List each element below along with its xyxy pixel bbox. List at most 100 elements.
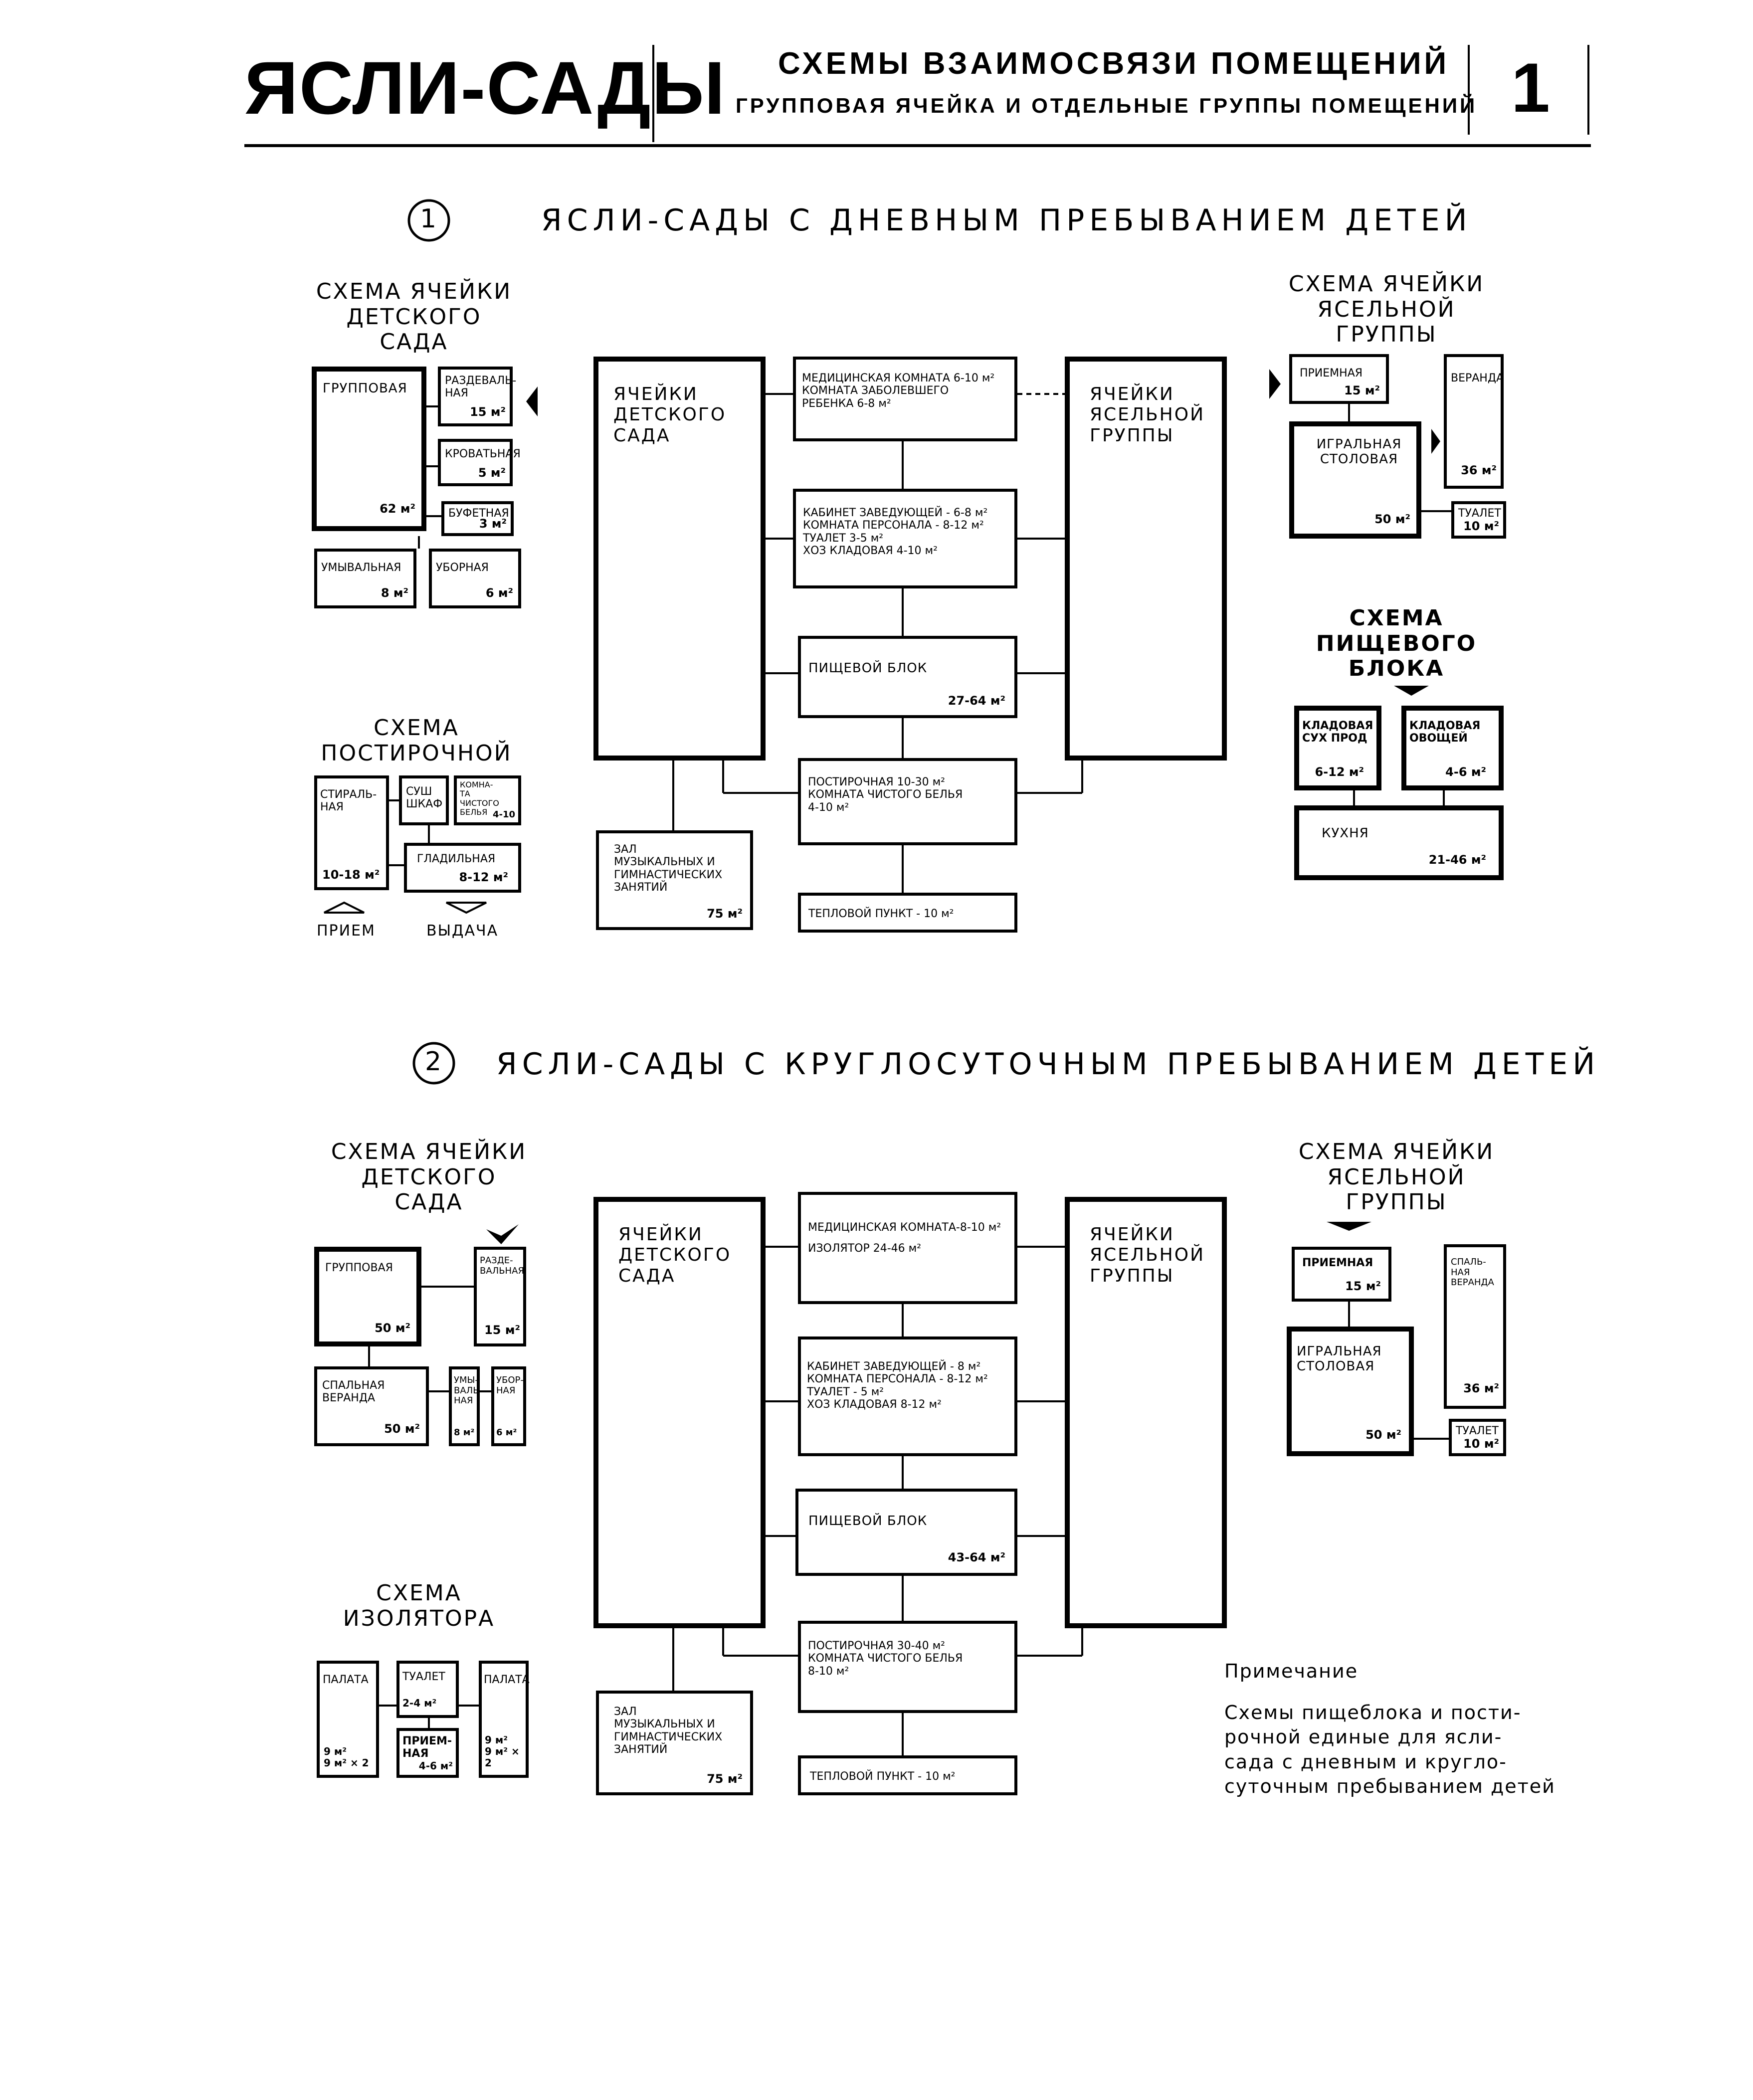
room-label: УМЫВАЛЬНАЯ [321, 562, 401, 574]
room-play-dining: ИГРАЛЬНАЯ СТОЛОВАЯ 50 м² [1287, 1327, 1414, 1456]
room-veg-storage: КЛАДОВАЯ ОВОЩЕЙ 4-6 м² [1401, 706, 1504, 790]
room-label: КУХНЯ [1322, 826, 1369, 841]
room-reception: ПРИЕМНАЯ 15 м² [1292, 1247, 1391, 1302]
room-area: 5 м² [478, 466, 506, 480]
room-sleep-veranda: СПАЛЬ- НАЯ ВЕРАНДА 36 м² [1444, 1244, 1506, 1409]
room-toilet: ТУАЛЕТ 10 м² [1449, 1419, 1506, 1456]
room-label: ТУАЛЕТ [402, 1671, 445, 1683]
hall-block: ЗАЛ МУЗЫКАЛЬНЫХ И ГИМНАСТИЧЕСКИХ ЗАНЯТИЙ… [596, 830, 753, 930]
room-area: 9 м² 9 м² × 2 [324, 1745, 369, 1769]
block-label: КАБИНЕТ ЗАВЕДУЮЩЕЙ - 6-8 м² КОМНАТА ПЕРС… [803, 507, 988, 557]
room-label: СТИРАЛЬ- НАЯ [320, 788, 377, 814]
page-subtitle: СХЕМЫ ВЗАИМОСВЯЗИ ПОМЕЩЕНИЙ [778, 46, 1450, 81]
room-label: ПРИЕМНАЯ [1302, 1257, 1373, 1269]
room-area: 6 м² [485, 586, 513, 600]
block-label: МЕДИЦИНСКАЯ КОМНАТА 6-10 м² КОМНАТА ЗАБО… [802, 372, 995, 410]
room-label: КРОВАТЬНАЯ [445, 448, 521, 460]
room-label: РАЗДЕВАЛЬ- НАЯ [445, 375, 517, 400]
block-label: ПИЩЕВОЙ БЛОК [808, 1514, 928, 1528]
medical-block: МЕДИЦИНСКАЯ КОМНАТА-8-10 м² ИЗОЛЯТОР 24-… [798, 1192, 1017, 1304]
block-label: МЕДИЦИНСКАЯ КОМНАТА-8-10 м² ИЗОЛЯТОР 24-… [808, 1221, 1001, 1255]
room-area: 2-4 м² [402, 1697, 437, 1709]
room-locker: РАЗДЕ- ВАЛЬНАЯ 15 м² [474, 1247, 526, 1346]
room-label: СПАЛЬ- НАЯ ВЕРАНДА [1451, 1257, 1494, 1288]
room-label: УМЫ- ВАЛЬ- НАЯ [454, 1375, 483, 1406]
nursery-cells-block: ЯЧЕЙКИ ЯСЕЛЬНОЙ ГРУППЫ [1065, 357, 1227, 761]
room-area: 6-12 м² [1315, 765, 1364, 779]
entrance-arrow-icon [1327, 1222, 1371, 1231]
room-label: ВЕРАНДА [1451, 372, 1504, 384]
room-label: КОМНА- ТА ЧИСТОГО БЕЛЬЯ [460, 780, 499, 817]
scheme-title: СХЕМА ПОСТИРОЧНОЙ [321, 715, 512, 766]
entrance-arrow-icon [526, 386, 538, 416]
laundry-block: ПОСТИРОЧНАЯ 10-30 м² КОМНАТА ЧИСТОГО БЕЛ… [798, 758, 1017, 845]
heating-block: ТЕПЛОВОЙ ПУНКТ - 10 м² [798, 893, 1017, 933]
block-label: ТЕПЛОВОЙ ПУНКТ - 10 м² [810, 1770, 956, 1783]
room-kitchen: КУХНЯ 21-46 м² [1294, 805, 1504, 880]
block-area: 27-64 м² [948, 694, 1005, 708]
page-subtitle-secondary: ГРУППОВАЯ ЯЧЕЙКА И ОТДЕЛЬНЫЕ ГРУППЫ ПОМЕ… [736, 94, 1478, 117]
block-label: ЯЧЕЙКИ ДЕТСКОГО САДА [618, 1224, 732, 1286]
block-label: ПОСТИРОЧНАЯ 10-30 м² КОМНАТА ЧИСТОГО БЕЛ… [808, 776, 963, 814]
room-area: 8-12 м² [459, 870, 508, 885]
room-dryer: СУШ ШКАФ [399, 775, 449, 825]
room-dry-storage: КЛАДОВАЯ СУХ ПРОД 6-12 м² [1294, 706, 1381, 790]
intake-label: ПРИЕМ [317, 922, 376, 940]
intake-arrow-icon [324, 901, 365, 914]
section-title: ЯСЛИ-САДЫ С ДНЕВНЫМ ПРЕБЫВАНИЕМ ДЕТЕЙ [541, 203, 1472, 238]
dispatch-arrow-icon [446, 902, 487, 914]
room-area: 50 м² [1365, 1428, 1401, 1442]
admin-block: КАБИНЕТ ЗАВЕДУЮЩЕЙ - 6-8 м² КОМНАТА ПЕРС… [793, 489, 1017, 588]
section-number-circle [407, 199, 450, 242]
room-area: 8 м² [454, 1427, 475, 1438]
sheet-number: 1 [1511, 48, 1550, 127]
dispatch-label: ВЫДАЧА [426, 922, 499, 940]
room-area: 50 м² [375, 1321, 410, 1336]
kindergarten-cells-block: ЯЧЕЙКИ ДЕТСКОГО САДА [593, 1197, 766, 1628]
room-area: 9 м² 9 м² × 2 [485, 1734, 520, 1769]
entrance-arrow-icon [1431, 429, 1440, 454]
room-area: 15 м² [484, 1323, 520, 1337]
room-washroom: УМЫ- ВАЛЬ- НАЯ 8 м² [449, 1366, 483, 1446]
room-label: СУШ ШКАФ [406, 785, 443, 811]
room-label: ИГРАЛЬНАЯ СТОЛОВАЯ [1297, 1344, 1382, 1374]
room-area: 15 м² [1344, 383, 1380, 398]
room-label: ИГРАЛЬНАЯ СТОЛОВАЯ [1316, 437, 1402, 467]
room-label: КЛАДОВАЯ ОВОЩЕЙ [1409, 720, 1481, 745]
room-ironing: ГЛАДИЛЬНАЯ 8-12 м² [404, 843, 521, 893]
scheme-title: СХЕМА ЯЧЕЙКИ ДЕТСКОГО САДА [316, 279, 512, 355]
laundry-block: ПОСТИРОЧНАЯ 30-40 м² КОМНАТА ЧИСТОГО БЕЛ… [798, 1621, 1017, 1713]
room-area: 4-6 м² [1445, 765, 1486, 779]
section-number-circle [412, 1042, 455, 1085]
scheme-title: СХЕМА ПИЩЕВОГО БЛОКА [1316, 605, 1477, 682]
food-block: ПИЩЕВОЙ БЛОК 27-64 м² [798, 636, 1017, 718]
room-label: УБОР- НАЯ [496, 1375, 524, 1396]
room-label: БУФЕТНАЯ [448, 507, 509, 520]
medical-block: МЕДИЦИНСКАЯ КОМНАТА 6-10 м² КОМНАТА ЗАБО… [793, 357, 1017, 441]
room-area: 36 м² [1461, 463, 1497, 478]
room-label: ПРИЕМ- НАЯ [402, 1735, 452, 1760]
block-label: ПОСТИРОЧНАЯ 30-40 м² КОМНАТА ЧИСТОГО БЕЛ… [808, 1640, 963, 1678]
room-area: 50 м² [1374, 512, 1410, 527]
room-area: 10 м² [1463, 519, 1499, 534]
scheme-title: СХЕМА ИЗОЛЯТОРА [343, 1580, 495, 1631]
hall-block: ЗАЛ МУЗЫКАЛЬНЫХ И ГИМНАСТИЧЕСКИХ ЗАНЯТИЙ… [596, 1691, 753, 1795]
room-group: ГРУППОВАЯ 62 м² [312, 367, 426, 531]
room-area: 10 м² [1463, 1437, 1499, 1451]
room-area: 21-46 м² [1428, 853, 1486, 867]
room-group: ГРУППОВАЯ 50 м² [314, 1247, 421, 1346]
block-label: ТЕПЛОВОЙ ПУНКТ - 10 м² [808, 908, 954, 920]
room-area: 4-10 [492, 809, 515, 820]
room-label: СПАЛЬНАЯ ВЕРАНДА [322, 1379, 385, 1405]
room-label: КЛАДОВАЯ СУХ ПРОД [1302, 720, 1373, 745]
room-area: 50 м² [384, 1422, 420, 1436]
room-label: ПАЛАТА [323, 1674, 369, 1686]
room-sleep-veranda: СПАЛЬНАЯ ВЕРАНДА 50 м² [314, 1366, 429, 1446]
room-bedroom: КРОВАТЬНАЯ 5 м² [438, 439, 521, 486]
room-area: 15 м² [470, 405, 506, 419]
room-toilet: УБОРНАЯ 6 м² [429, 549, 521, 608]
block-area: 75 м² [707, 907, 743, 921]
room-washing: СТИРАЛЬ- НАЯ 10-18 м² [314, 775, 389, 890]
room-toilet: УБОР- НАЯ 6 м² [491, 1366, 526, 1446]
room-label: ГРУППОВАЯ [325, 1262, 393, 1274]
